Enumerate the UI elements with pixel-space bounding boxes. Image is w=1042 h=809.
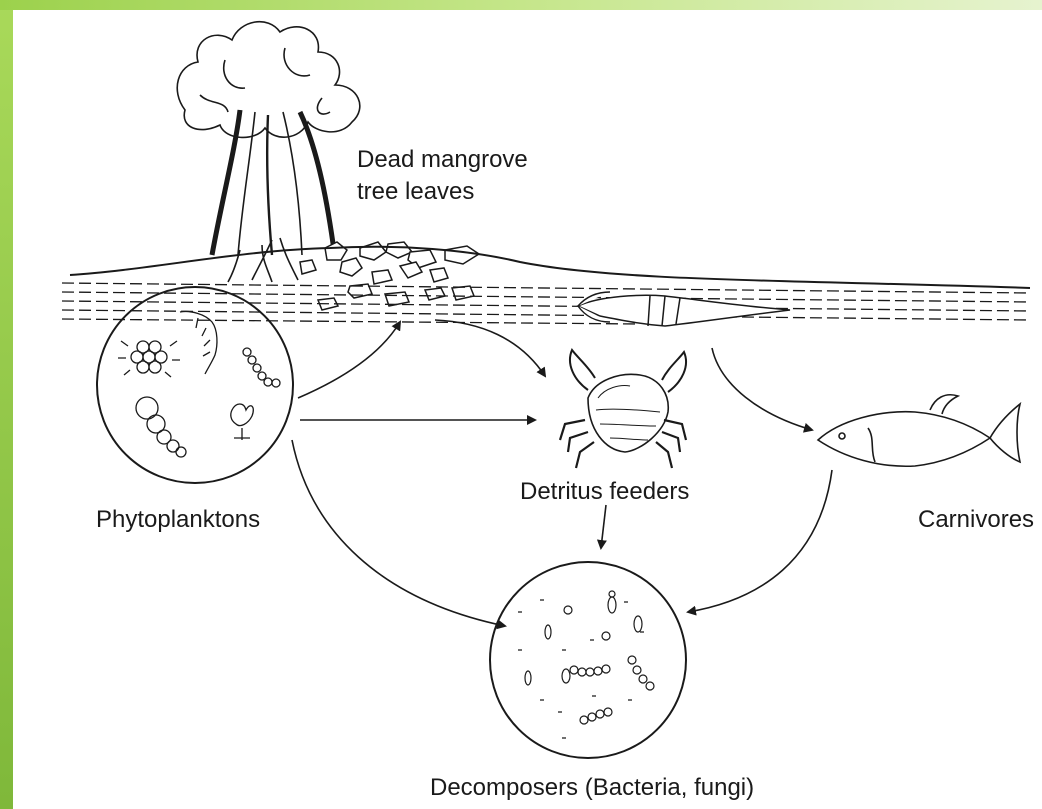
detritus-feeders-label: Detritus feeders (520, 478, 689, 507)
carnivores-label: Carnivores (918, 506, 1034, 535)
energy-flow-arrows (292, 320, 832, 626)
shrimp-illustration (578, 292, 790, 326)
dead-mangrove-leaves-label-line2: tree leaves (357, 178, 474, 207)
mangrove-tree-illustration (177, 22, 360, 282)
carnivore-fish-illustration (818, 395, 1020, 466)
phytoplanktons-label: Phytoplanktons (96, 506, 260, 535)
arrow-detritus-feeders-to-decomposers (601, 505, 606, 548)
ground-and-water-lines (62, 247, 1030, 324)
phytoplanktons-circle (97, 287, 293, 483)
decomposers-circle (490, 562, 686, 758)
detritus-feeder-crab-illustration (560, 350, 686, 468)
dead-mangrove-leaves-label-line1: Dead mangrove (357, 146, 528, 175)
arrow-leaves-to-detritus-feeders (435, 320, 545, 376)
dead-leaves-pile-illustration (300, 242, 479, 310)
arrow-phytoplanktons-to-decomposers (292, 440, 505, 626)
arrow-phytoplanktons-to-leaves (298, 322, 400, 398)
arrow-shrimp-to-carnivores (712, 348, 812, 430)
arrow-carnivores-to-decomposers (688, 470, 832, 612)
decomposers-label: Decomposers (Bacteria, fungi) (430, 774, 754, 803)
